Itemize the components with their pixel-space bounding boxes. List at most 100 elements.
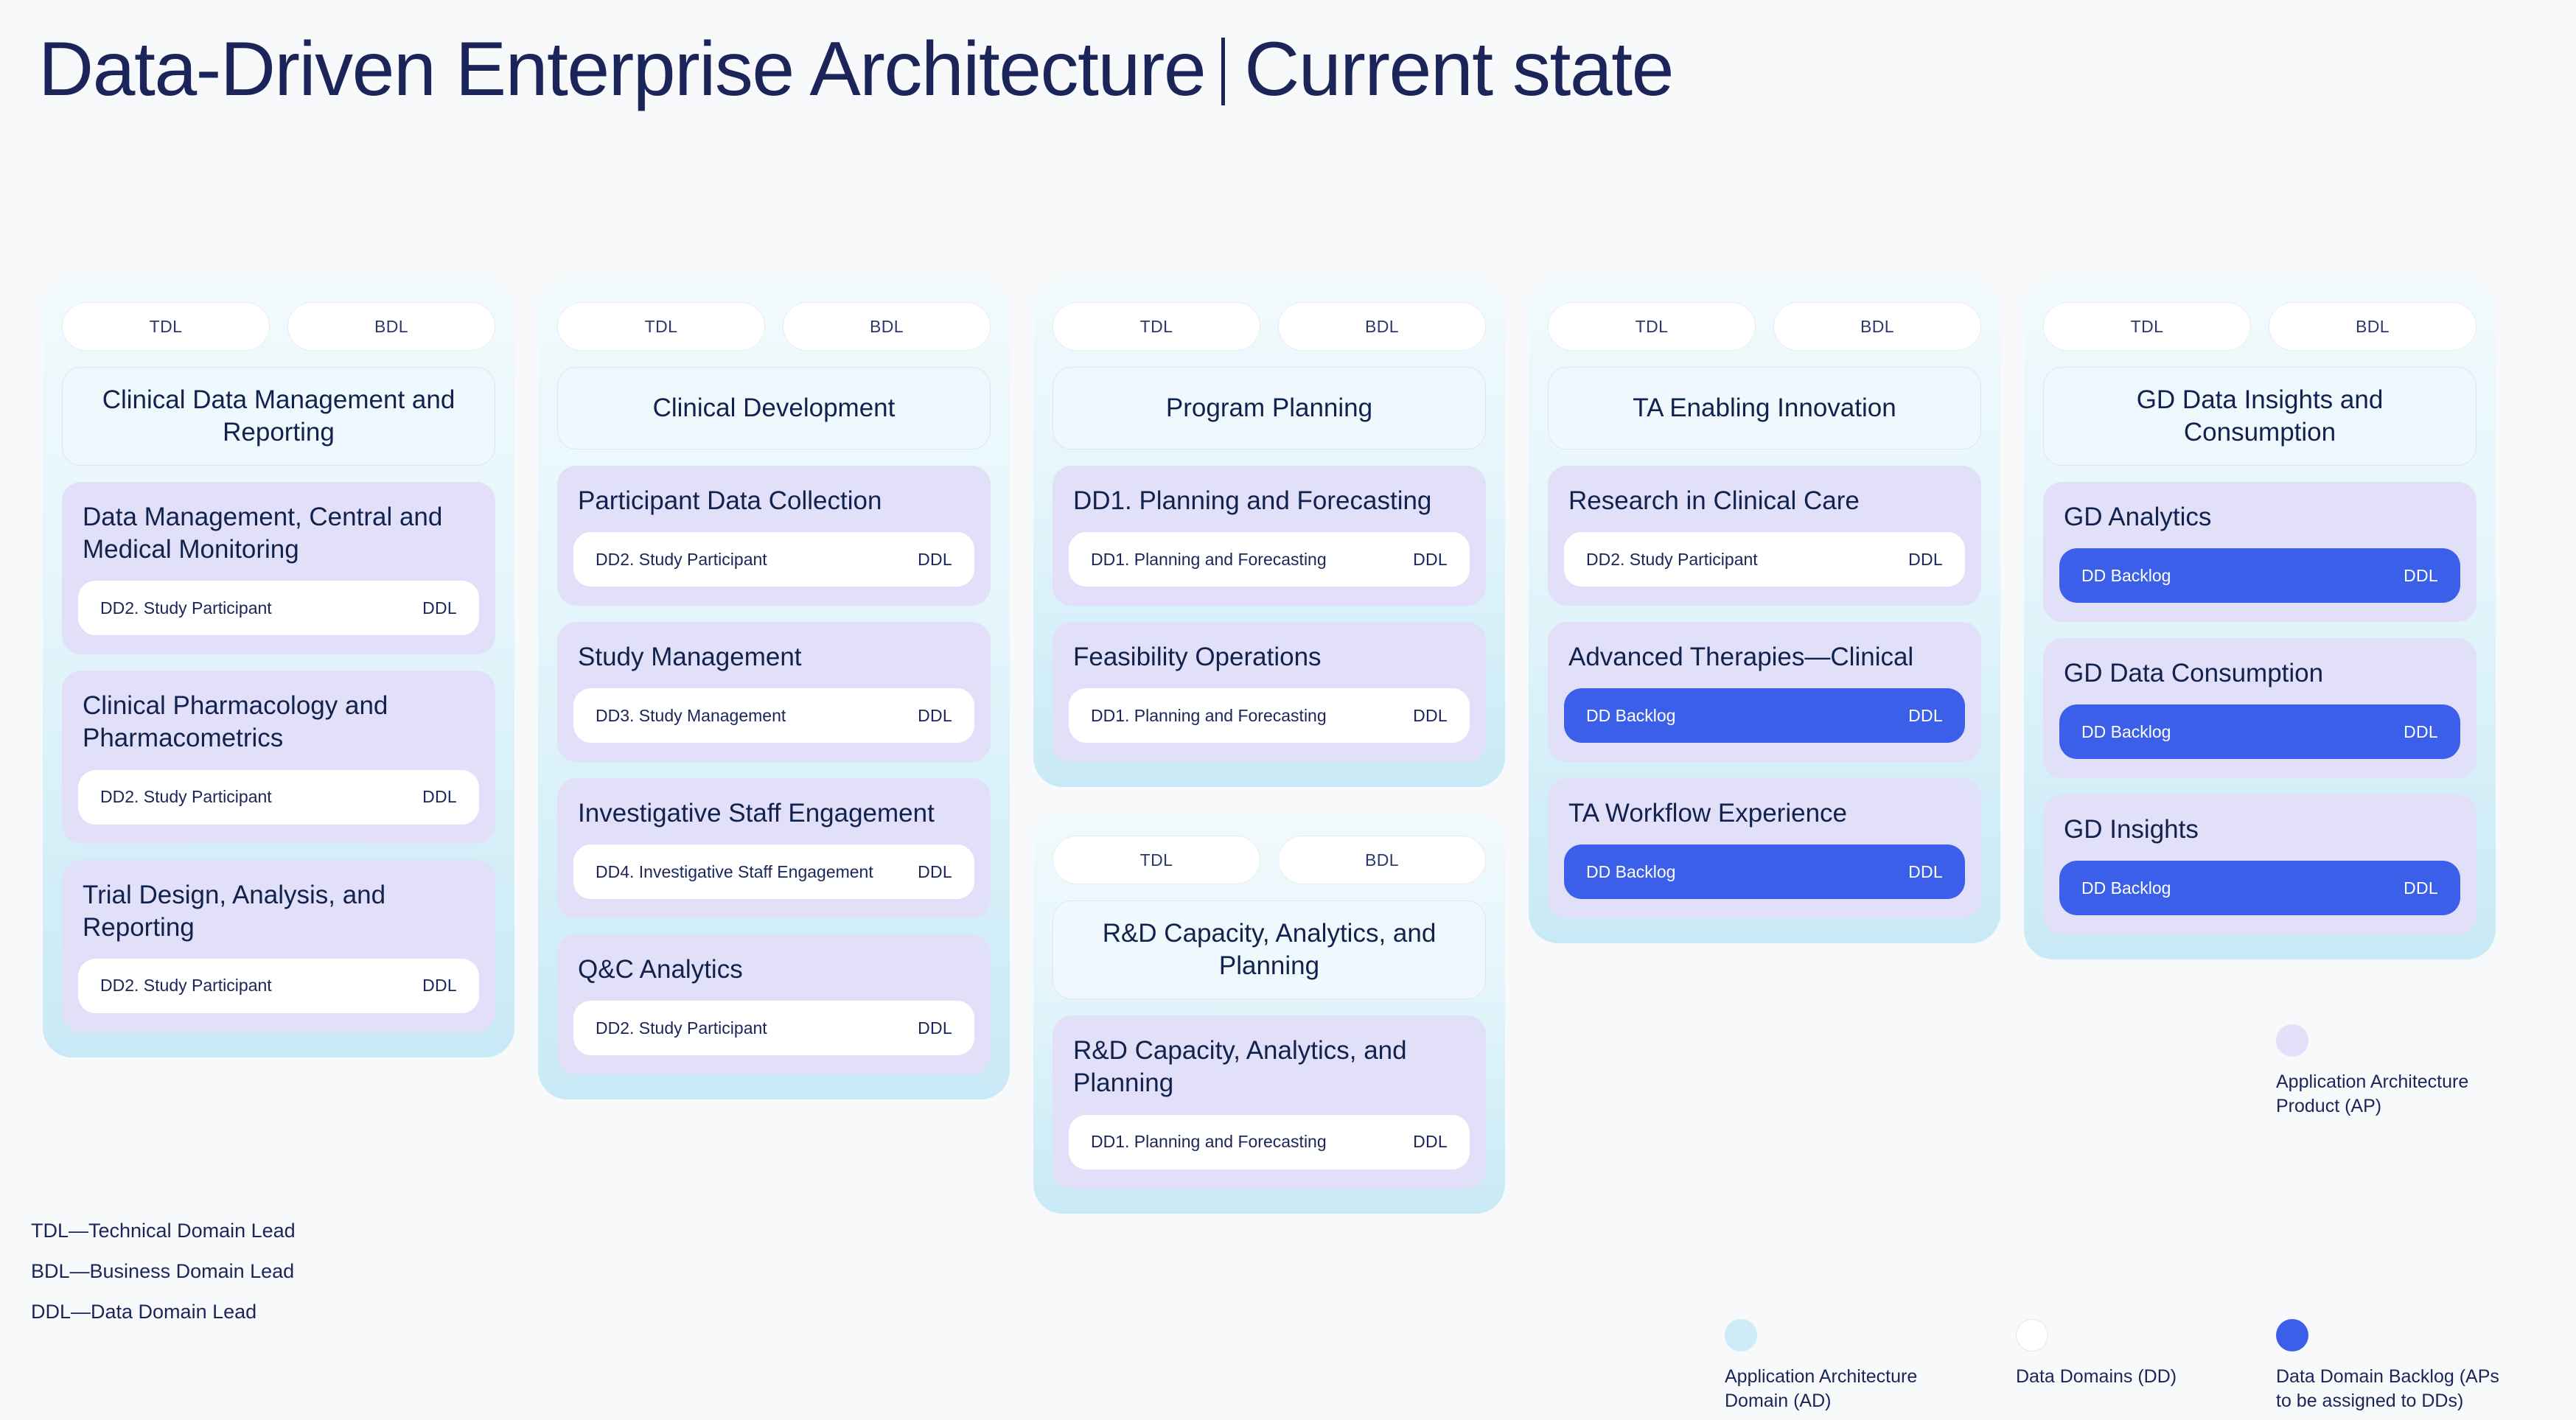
lead-chip-bdl[interactable]: BDL [783, 302, 991, 351]
lead-chip-bdl[interactable]: BDL [287, 302, 495, 351]
dd-role: DDL [918, 705, 952, 725]
ad-panel[interactable]: TDL BDL R&D Capacity, Analytics, and Plann… [1033, 814, 1505, 1214]
dd-role: DDL [422, 598, 457, 618]
legend-item-dd-backlog: Data Domain Backlog (APs to be assigned … [2276, 1319, 2512, 1413]
dd-name: DD2. Study Participant [100, 976, 272, 996]
legend-item-ap: Application Architecture Product (AP) [2276, 1024, 2512, 1118]
ad-header-card[interactable]: R&D Capacity, Analytics, and Planning [1053, 900, 1486, 1000]
lead-chip-tdl[interactable]: TDL [2043, 302, 2251, 351]
lead-chip-tdl[interactable]: TDL [1053, 302, 1260, 351]
lead-chip-bdl[interactable]: BDL [1278, 836, 1486, 885]
lead-chip-bdl[interactable]: BDL [1278, 302, 1486, 351]
ad-header-card[interactable]: TA Enabling Innovation [1548, 367, 1981, 450]
lead-chip-tdl[interactable]: TDL [62, 302, 270, 351]
ap-card[interactable]: Data Management, Central and Medical Mon… [62, 482, 495, 655]
dd-name: DD2. Study Participant [596, 549, 767, 569]
ap-title: Research in Clinical Care [1568, 486, 1860, 515]
dd-name: DD Backlog [2081, 878, 2171, 898]
ap-title: Participant Data Collection [578, 486, 882, 515]
dd-name: DD Backlog [2081, 721, 2171, 741]
dd-name: DD Backlog [2081, 565, 2171, 585]
dd-role: DDL [1908, 549, 1943, 569]
dd-name: DD1. Planning and Forecasting [1091, 549, 1327, 569]
ap-title: Q&C Analytics [578, 955, 743, 984]
dd-name: DD1. Planning and Forecasting [1091, 705, 1327, 725]
ap-title: GD Insights [2064, 815, 2199, 844]
ap-title: Advanced Therapies—Clinical [1568, 643, 1914, 672]
lead-chip-bdl[interactable]: BDL [2269, 302, 2476, 351]
architecture-column: TDL BDL Clinical Data Management and Repor… [43, 280, 514, 1057]
ad-panel[interactable]: TDL BDL Clinical Data Management and Repor… [43, 280, 514, 1057]
lead-chip-tdl[interactable]: TDL [557, 302, 765, 351]
domain-lead-row: TDL BDL [557, 302, 991, 351]
ad-header-card[interactable]: Program Planning [1053, 367, 1486, 450]
architecture-board: TDL BDL Clinical Data Management and Repor… [43, 280, 2497, 1214]
dd-role: DDL [422, 976, 457, 996]
legend-role-line: BDL—Business Domain Lead [31, 1260, 295, 1282]
ap-card[interactable]: Clinical Pharmacology and Pharmacometric… [62, 671, 495, 844]
ad-header-card[interactable]: Clinical Development [557, 367, 991, 450]
lead-chip-tdl[interactable]: TDL [1053, 836, 1260, 885]
dd-name: DD2. Study Participant [1586, 549, 1758, 569]
ap-title: Data Management, Central and Medical Mon… [83, 503, 443, 564]
legend-item-dd: Data Domains (DD) [2016, 1319, 2252, 1389]
dd-name: DD2. Study Participant [100, 787, 272, 807]
ap-title: R&D Capacity, Analytics, and Planning [1073, 1036, 1407, 1098]
dd-role: DDL [918, 1018, 952, 1038]
ap-title: Feasibility Operations [1073, 643, 1322, 672]
lead-chip-tdl[interactable]: TDL [1548, 302, 1756, 351]
dd-name: DD Backlog [1586, 705, 1676, 725]
domain-lead-row: TDL BDL [1548, 302, 1981, 351]
ap-title: DD1. Planning and Forecasting [1073, 486, 1432, 515]
ad-header-card[interactable]: Clinical Data Management and Reporting [62, 367, 495, 466]
dd-role: DDL [1413, 1132, 1448, 1152]
ap-title: GD Data Consumption [2064, 659, 2324, 688]
legend-role-line: TDL—Technical Domain Lead [31, 1220, 296, 1242]
dd-role: DDL [918, 861, 952, 881]
dd-role: DDL [1908, 861, 1943, 881]
ad-header-card[interactable]: GD Data Insights and Consumption [2043, 367, 2476, 466]
lead-chip-bdl[interactable]: BDL [1773, 302, 1981, 351]
legend-swatch-ad-icon [1725, 1319, 1757, 1351]
dd-pill[interactable]: DD2. Study Participant DDL [1564, 532, 1965, 587]
page-title-part2: Current state [1244, 27, 1674, 112]
dd-pill[interactable]: DD2. Study Participant DDL [78, 958, 479, 1013]
ap-title: Clinical Pharmacology and Pharmacometric… [83, 691, 388, 753]
ap-title: Trial Design, Analysis, and Reporting [83, 880, 386, 942]
